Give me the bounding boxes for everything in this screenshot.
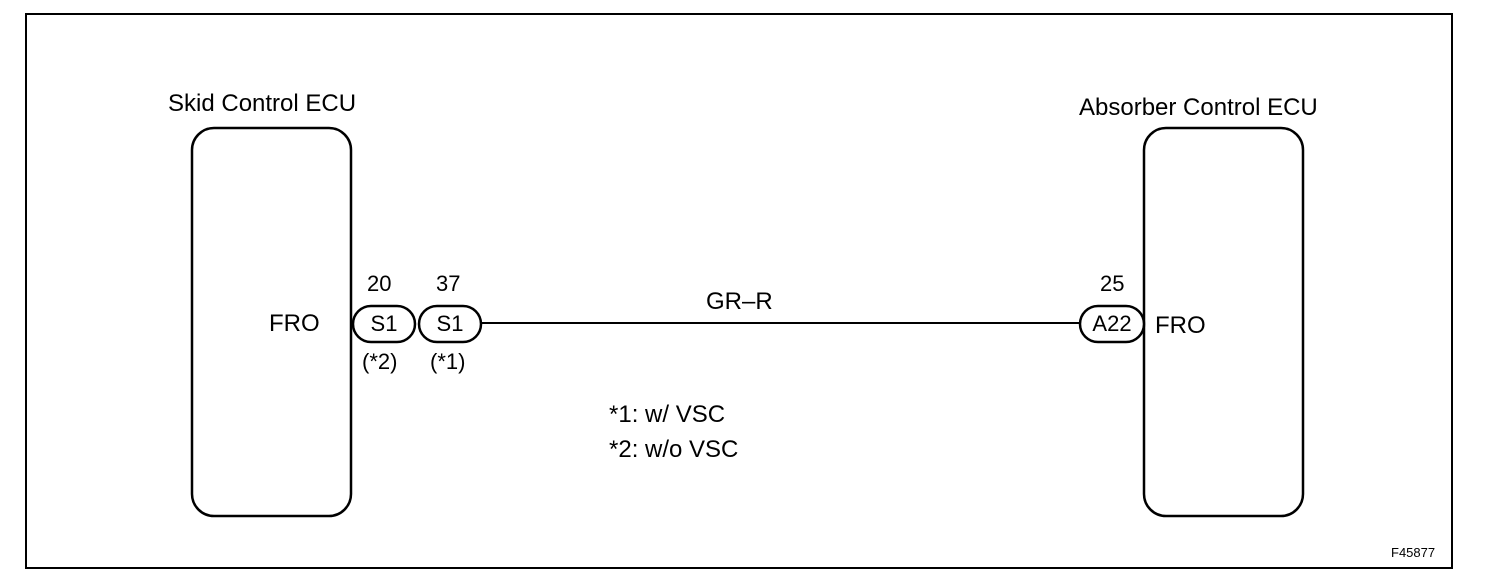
connector-s1-variant-b: (*1) [430,349,466,374]
wire-color-label: GR–R [706,288,773,315]
connector-s1-variant-a: (*2) [362,349,398,374]
footnote-1: *1: w/ VSC [609,401,726,428]
connector-a22-pin-number-25: 25 [1100,271,1125,296]
connector-s1-pin37-shape [417,304,483,344]
absorber-ecu-terminal-label: FRO [1155,312,1206,339]
connector-s1-pin-number-37: 37 [436,271,461,296]
figure-id: F45877 [1391,545,1436,560]
footnote-2: *2: w/o VSC [609,436,739,463]
connector-s1-pin20-shape [351,304,417,344]
skid-control-ecu-title: Skid Control ECU [168,90,357,117]
skid-control-ecu-box [190,126,353,518]
connector-s1-pin-number-20: 20 [367,271,392,296]
diagram-frame [25,13,1453,569]
connector-a22-pin25-shape [1078,304,1146,344]
connector-s1-code-b: S1 [436,311,464,336]
connector-a22-code: A22 [1092,311,1132,336]
absorber-control-ecu-title: Absorber Control ECU [1079,94,1318,121]
connector-s1-code-a: S1 [370,311,398,336]
skid-ecu-terminal-label: FRO [269,310,320,337]
